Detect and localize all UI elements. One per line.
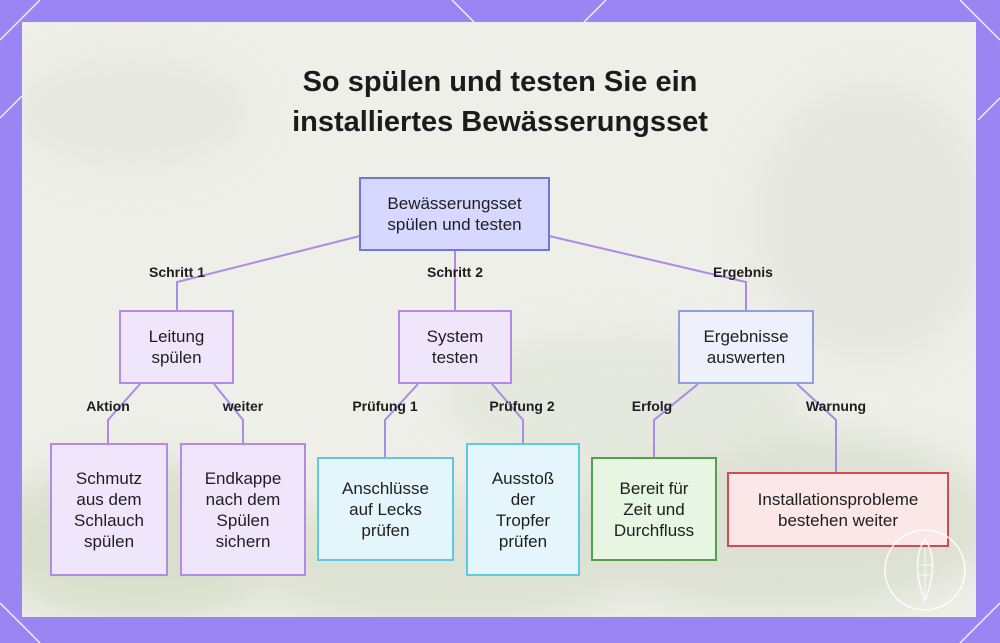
node-leaks: Anschlüsse auf Lecks prüfen <box>317 457 454 561</box>
node-endcap-label: Endkappe nach dem Spülen sichern <box>204 468 282 551</box>
node-flush: Leitung spülen <box>119 310 234 384</box>
edge-label-result: Ergebnis <box>713 264 773 280</box>
title-line-1: So spülen und testen Sie ein <box>302 66 698 98</box>
edge-label-warning: Warnung <box>805 398 867 414</box>
node-evaluate-label: Ergebnisse auswerten <box>703 327 789 367</box>
edge-label-check2: Prüfung 2 <box>489 398 555 414</box>
node-leaks-label: Anschlüsse auf Lecks prüfen <box>342 478 429 540</box>
edge-label-step1: Schritt 1 <box>148 264 206 280</box>
edge-label-action: Aktion <box>86 398 130 414</box>
edge-label-next: weiter <box>222 398 264 414</box>
node-dirt: Schmutz aus dem Schlauch spülen <box>50 443 168 576</box>
edge-label-check1: Prüfung 1 <box>352 398 418 414</box>
node-ready: Bereit für Zeit und Durchfluss <box>591 457 717 561</box>
edge-label-step2: Schritt 2 <box>426 264 484 280</box>
edge-evaluate-problems <box>796 383 837 472</box>
node-root-label: Bewässerungsset spülen und testen <box>387 194 522 234</box>
node-output: Ausstoß der Tropfer prüfen <box>466 443 580 576</box>
node-test: System testen <box>398 310 512 384</box>
edge-evaluate-ready <box>653 383 699 457</box>
node-output-label: Ausstoß der Tropfer prüfen <box>491 468 555 551</box>
node-problems-label: Installationsprobleme bestehen weiter <box>757 489 919 530</box>
node-evaluate: Ergebnisse auswerten <box>678 310 814 384</box>
node-problems: Installationsprobleme bestehen weiter <box>727 472 949 547</box>
logo-seal-icon <box>884 529 966 611</box>
node-root: Bewässerungsset spülen und testen <box>359 177 550 251</box>
title-line-2: installiertes Bewässerungsset <box>292 106 708 138</box>
edge-test-leaks <box>384 383 419 457</box>
node-ready-label: Bereit für Zeit und Durchfluss <box>613 478 695 540</box>
edge-root-flush <box>176 235 361 310</box>
edge-flush-endcap <box>213 383 244 443</box>
edge-test-output <box>491 383 524 443</box>
node-test-label: System testen <box>426 327 484 367</box>
node-dirt-label: Schmutz aus dem Schlauch spülen <box>74 468 144 551</box>
edge-root-evaluate <box>548 235 747 310</box>
node-flush-label: Leitung spülen <box>148 327 205 367</box>
edge-label-success: Erfolg <box>631 398 673 414</box>
edge-flush-dirt <box>107 383 141 443</box>
diagram-title: So spülen und testen Sie ein installiert… <box>0 62 1000 142</box>
node-endcap: Endkappe nach dem Spülen sichern <box>180 443 306 576</box>
